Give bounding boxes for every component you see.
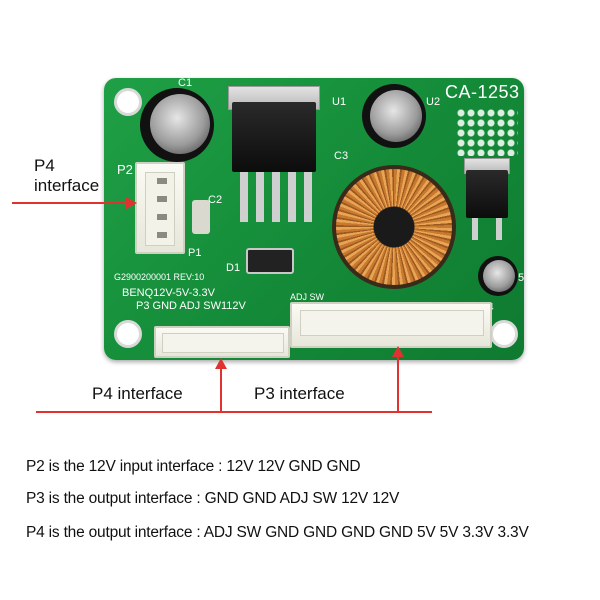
silk-c2: C2	[208, 194, 223, 206]
pcb-vent-grid	[456, 108, 518, 156]
callout-p2-title: P4	[34, 156, 55, 175]
u1-leg	[256, 172, 264, 222]
arrow-baseline-bottom	[36, 411, 432, 413]
silk-u1: U1	[332, 96, 347, 108]
u2-leg	[472, 218, 478, 240]
p3-connector	[154, 326, 290, 358]
u1-leg	[288, 172, 296, 222]
description-p4: P4 is the output interface : ADJ SW GND …	[26, 524, 529, 541]
description-p2: P2 is the 12V input interface : 12V 12V …	[26, 458, 361, 475]
mounting-hole-bottom-left	[114, 320, 142, 348]
silk-p2: P2	[117, 162, 133, 177]
silk-p4-pins: ADJ SW	[290, 292, 325, 302]
u1-regulator-chip	[232, 102, 316, 172]
arrow-line-p3	[220, 368, 222, 412]
callout-p4-bottom: P4 interface	[92, 384, 183, 403]
capacitor-c5-top	[483, 260, 515, 292]
silk-p3-pins: P3 GND ADJ SW112V	[136, 300, 246, 312]
u2-regulator-chip	[466, 170, 508, 218]
u2-leg	[496, 218, 502, 240]
arrow-head-p4	[392, 346, 404, 357]
capacitor-c3-top	[370, 90, 422, 142]
arrow-line-p4	[397, 355, 399, 412]
diode-d1	[246, 248, 294, 274]
arrow-head-p3	[215, 358, 227, 369]
u1-leg	[304, 172, 312, 222]
arrow-line-left	[12, 202, 128, 204]
silk-u2: U2	[426, 96, 441, 108]
silk-board-code: G2900200001 REV:10	[114, 272, 205, 282]
u1-leg	[240, 172, 248, 222]
silk-c1: C1	[178, 77, 193, 89]
silk-c3: C3	[334, 150, 349, 162]
mounting-hole-top-left	[114, 88, 142, 116]
callout-p2-subtitle: interface	[34, 176, 100, 195]
toroid-inductor	[332, 165, 456, 289]
capacitor-c1-top	[150, 94, 210, 154]
u1-leg	[272, 172, 280, 222]
callout-p3-bottom: P3 interface	[254, 384, 345, 403]
arrow-head-right	[126, 197, 137, 209]
capacitor-c2	[192, 200, 210, 234]
silk-board-name: BENQ12V-5V-3.3V	[122, 287, 215, 299]
description-p3: P3 is the output interface : GND GND ADJ…	[26, 490, 400, 507]
silk-c5: 5	[518, 272, 525, 284]
pcb-model-label: CA-1253	[445, 82, 520, 102]
silk-d1: D1	[226, 262, 241, 274]
mounting-hole-bottom-right	[490, 320, 518, 348]
p4-connector	[290, 302, 492, 348]
silk-p1: P1	[188, 247, 202, 259]
p2-connector	[135, 162, 185, 254]
